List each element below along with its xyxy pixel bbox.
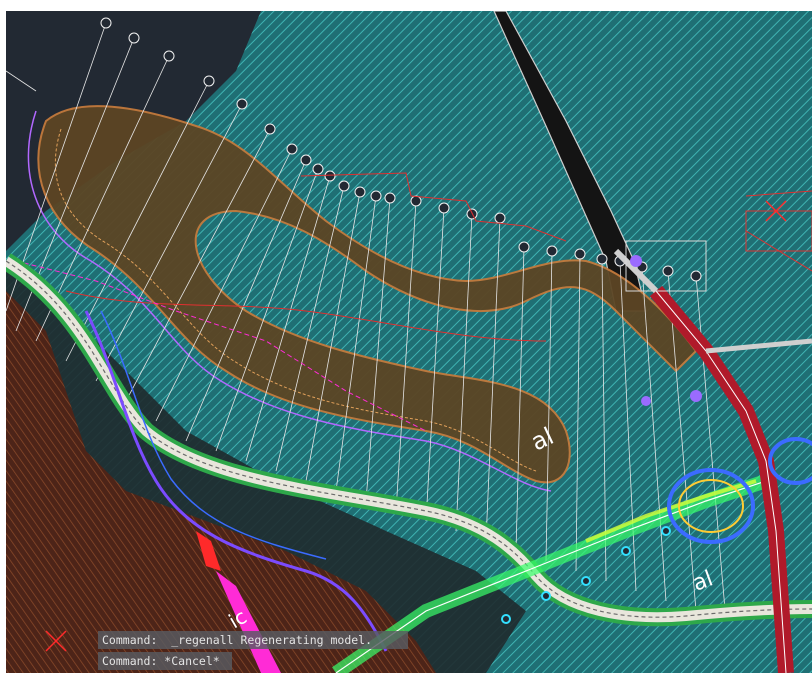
callout-bubble-icon xyxy=(384,192,396,204)
callout-bubble-icon xyxy=(596,253,608,265)
river-line-secondary xyxy=(100,310,327,560)
callout-bubbles xyxy=(100,17,702,282)
terrain-slope-region xyxy=(6,291,436,673)
callout-bubble-icon xyxy=(494,212,506,224)
callout-bubble-icon xyxy=(300,154,312,166)
callout-bubble-icon xyxy=(163,50,175,62)
callout-bubble-icon xyxy=(370,190,382,202)
highway-yellow-band xyxy=(585,479,757,543)
callout-bubble-icon xyxy=(518,241,530,253)
callout-bubble-icon xyxy=(438,202,450,214)
callout-bubble-icon xyxy=(128,32,140,44)
callout-bubble-icon xyxy=(410,195,422,207)
command-history-line: Command: *Cancel* xyxy=(98,652,232,670)
callout-bubble-icon xyxy=(100,17,112,29)
callout-bubble-icon xyxy=(286,143,298,155)
river-line xyxy=(84,310,388,652)
callout-bubble-icon xyxy=(312,163,324,175)
callout-bubble-icon xyxy=(546,245,558,257)
cad-model-viewport[interactable]: al al ic Command: _regenall Regenerating… xyxy=(6,11,812,673)
callout-bubble-icon xyxy=(264,123,276,135)
highway-point-markers xyxy=(501,526,671,624)
callout-bubble-icon xyxy=(662,265,674,277)
highway-white-edge xyxy=(335,480,767,673)
leader-lines xyxy=(6,22,727,622)
callout-bubble-icon xyxy=(574,248,586,260)
callout-bubble-icon xyxy=(324,170,336,182)
embankment-edge-line xyxy=(27,110,552,492)
command-history-line: Command: _regenall Regenerating model. xyxy=(98,631,408,649)
callout-bubble-icon xyxy=(203,75,215,87)
callout-bubble-icon xyxy=(690,270,702,282)
magenta-polyline xyxy=(15,260,427,432)
red-stripe xyxy=(196,531,221,571)
callout-bubble-icon xyxy=(236,98,248,110)
callout-bubble-icon xyxy=(338,180,350,192)
embankment-band xyxy=(37,105,698,484)
interchange-right xyxy=(613,210,812,673)
callout-bubble-icon xyxy=(354,186,366,198)
red-markers xyxy=(45,200,787,652)
cad-drawing-canvas[interactable]: al al ic xyxy=(6,11,812,673)
